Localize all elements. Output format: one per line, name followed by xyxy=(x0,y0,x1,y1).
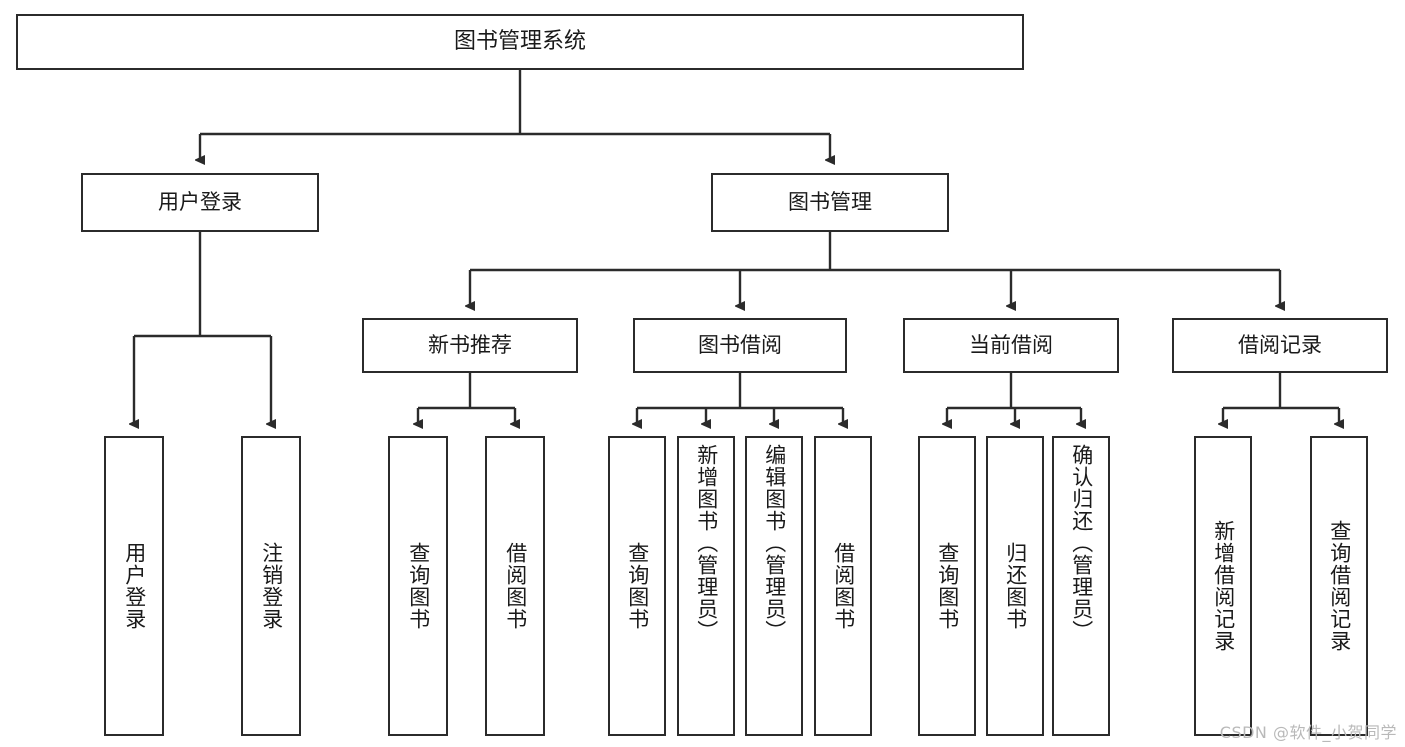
node-leaf-user-login-label: 用户登录 xyxy=(122,542,147,630)
node-leaf-query-book-2-label: 查询图书 xyxy=(625,542,650,630)
node-leaf-edit-book-label: 编辑图书（管理员） xyxy=(762,444,787,642)
node-leaf-query-book-1-label: 查询图书 xyxy=(406,542,431,630)
node-leaf-return-book-label: 归还图书 xyxy=(1003,542,1028,630)
node-user-login[interactable]: 用户登录 xyxy=(81,173,319,232)
node-book-manage-label: 图书管理 xyxy=(788,190,872,214)
node-leaf-confirm-return[interactable]: 确认归还（管理员） xyxy=(1052,436,1110,736)
node-leaf-return-book[interactable]: 归还图书 xyxy=(986,436,1044,736)
node-new-book-recommend[interactable]: 新书推荐 xyxy=(362,318,578,373)
node-book-borrow[interactable]: 图书借阅 xyxy=(633,318,847,373)
node-leaf-add-book-label: 新增图书（管理员） xyxy=(694,444,719,642)
csdn-watermark: CSDN @软件_小贺同学 xyxy=(1219,723,1397,742)
node-root[interactable]: 图书管理系统 xyxy=(16,14,1024,70)
node-leaf-borrow-book-1-label: 借阅图书 xyxy=(503,542,528,630)
node-borrow-record[interactable]: 借阅记录 xyxy=(1172,318,1388,373)
node-current-borrow-label: 当前借阅 xyxy=(969,333,1053,357)
node-borrow-record-label: 借阅记录 xyxy=(1238,333,1322,357)
node-leaf-confirm-return-label: 确认归还（管理员） xyxy=(1069,444,1094,642)
node-leaf-borrow-book-2[interactable]: 借阅图书 xyxy=(814,436,872,736)
node-leaf-borrow-book-1[interactable]: 借阅图书 xyxy=(485,436,545,736)
node-user-login-label: 用户登录 xyxy=(158,190,242,214)
node-leaf-query-record[interactable]: 查询借阅记录 xyxy=(1310,436,1368,736)
node-leaf-add-book[interactable]: 新增图书（管理员） xyxy=(677,436,735,736)
node-current-borrow[interactable]: 当前借阅 xyxy=(903,318,1119,373)
node-leaf-query-book-3[interactable]: 查询图书 xyxy=(918,436,976,736)
node-book-manage[interactable]: 图书管理 xyxy=(711,173,949,232)
node-leaf-edit-book[interactable]: 编辑图书（管理员） xyxy=(745,436,803,736)
node-leaf-user-logout[interactable]: 注销登录 xyxy=(241,436,301,736)
node-new-book-recommend-label: 新书推荐 xyxy=(428,333,512,357)
node-leaf-query-book-2[interactable]: 查询图书 xyxy=(608,436,666,736)
node-leaf-query-book-1[interactable]: 查询图书 xyxy=(388,436,448,736)
node-leaf-user-logout-label: 注销登录 xyxy=(259,542,284,630)
node-leaf-add-record-label: 新增借阅记录 xyxy=(1211,520,1236,652)
node-leaf-query-book-3-label: 查询图书 xyxy=(935,542,960,630)
node-leaf-add-record[interactable]: 新增借阅记录 xyxy=(1194,436,1252,736)
node-leaf-user-login[interactable]: 用户登录 xyxy=(104,436,164,736)
node-book-borrow-label: 图书借阅 xyxy=(698,333,782,357)
node-root-label: 图书管理系统 xyxy=(453,29,586,54)
node-leaf-query-record-label: 查询借阅记录 xyxy=(1327,520,1352,652)
node-leaf-borrow-book-2-label: 借阅图书 xyxy=(831,542,856,630)
